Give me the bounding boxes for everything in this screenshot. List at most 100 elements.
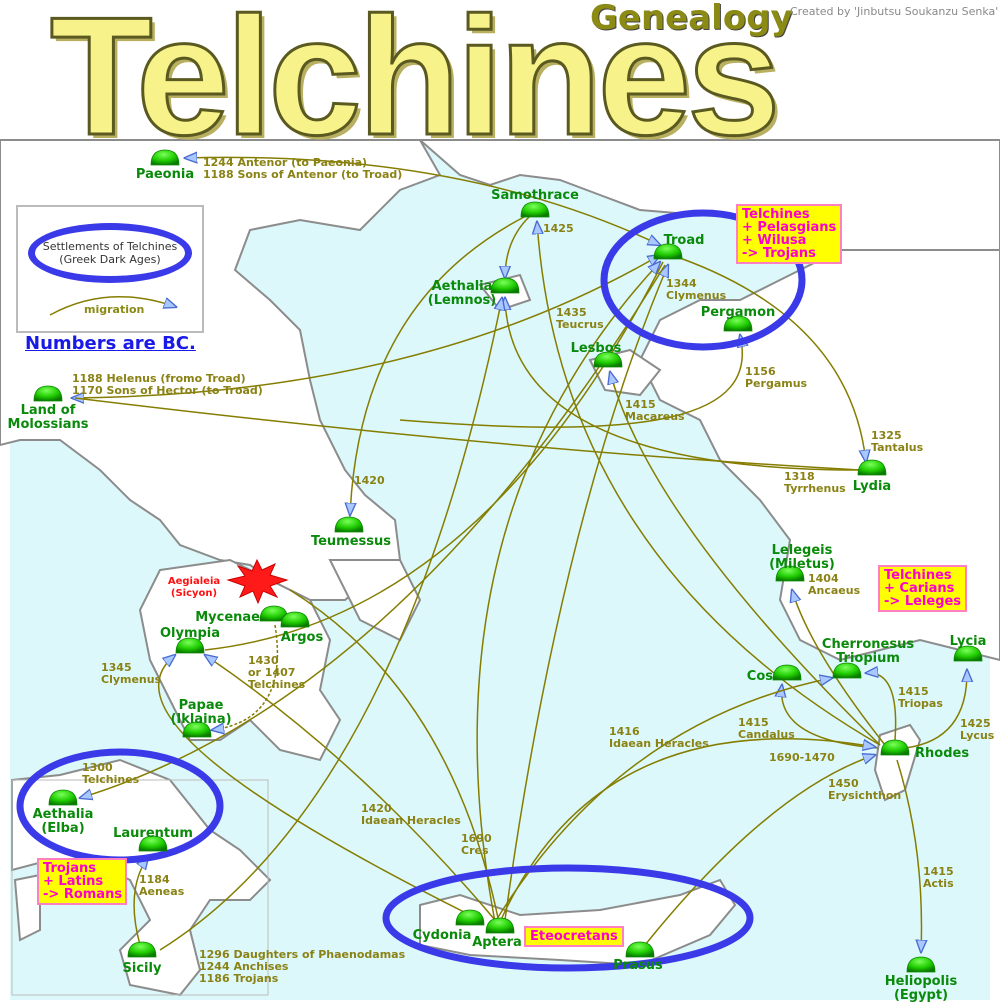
route-paeonia-troad [185, 157, 660, 245]
migration-label-clymenus2: Clymenus [101, 673, 162, 686]
migration-label-aeneas: 1184 [139, 873, 170, 886]
box-line: Trojans [43, 861, 97, 876]
page-title: Telchines [48, 0, 781, 172]
settlement-marker-heliopolis [906, 956, 936, 973]
migration-label-antenor: 1244 Antenor (to Paeonia) [203, 156, 367, 169]
settlement-label-rhodes: Rhodes [915, 746, 969, 761]
sardinia [13, 873, 41, 942]
route-lydia-molossians [74, 397, 861, 471]
settlement-label-pergamon: Pergamon [701, 305, 776, 320]
settlement-marker-prasus [625, 941, 655, 958]
settlement-label-papae: (Iklaina) [170, 712, 231, 727]
settlement-label-lemnos: (Lemnos) [428, 293, 496, 308]
settlement-label-mycenae: Mycenae [195, 610, 260, 625]
settlement-label-prasus: Prasus [613, 958, 663, 973]
ellipse-crete [382, 864, 754, 972]
migration-label-tyrrhenus: Tyrrhenus [784, 482, 846, 495]
settlement-marker-cherronesus [832, 662, 862, 679]
migration-label-lycus: 1425 [960, 717, 991, 730]
settlement-marker-papae [182, 721, 212, 738]
settlement-label-teumessus: Teumessus [311, 534, 391, 549]
ellipse-troad [600, 209, 806, 351]
route-samothrace-lemnos [505, 215, 531, 278]
box-eteocretans: Eteocretans [524, 926, 624, 947]
migration-label-actis: 1415 [923, 865, 954, 878]
migration-label-candalus: Candalus [738, 728, 795, 741]
settlement-marker-samothrace [520, 201, 550, 218]
settlement-label-sicily: Sicily [123, 961, 162, 976]
route-rhodes-lycia [904, 670, 967, 749]
settlement-label-troad: Troad [664, 233, 705, 248]
event-label: Aegialeia(Sicyon) [168, 576, 220, 599]
settlement-marker-lydia [857, 459, 887, 476]
route-aptera-troad-2 [504, 265, 668, 921]
box-line: + Pelasgians [742, 220, 837, 235]
route-rhodes-heliopolis [896, 759, 922, 952]
settlement-marker-teumessus [334, 516, 364, 533]
settlement-marker-lycia [953, 645, 983, 662]
settlement-label-elba: Aethalia [33, 807, 94, 822]
settlement-label-elba: (Elba) [41, 821, 84, 836]
migration-label-pergamus: Pergamus [745, 377, 808, 390]
route-sicily-laurentum [133, 857, 148, 946]
settlement-label-laurentum: Laurentum [113, 826, 193, 841]
legend-settlement-ellipse: Settlements of Telchines (Greek Dark Age… [28, 223, 192, 283]
migration-label-telchines2: Telchines [82, 773, 140, 786]
settlement-label-molossians: Molossians [8, 417, 89, 432]
settlement-label-lycia: Lycia [950, 634, 987, 649]
migration-label-samo: 1425 [543, 222, 574, 235]
legend: Settlements of Telchines (Greek Dark Age… [16, 205, 204, 333]
settlement-label-cherronesus: Cherronesus [822, 637, 914, 652]
settlement-marker-lelegeis [775, 565, 805, 582]
legend-migration-label: migration [84, 303, 145, 316]
migration-label-tantalus: 1325 [871, 429, 902, 442]
settlement-marker-cos [772, 664, 802, 681]
migration-label-erysichthon: Erysichthon [828, 789, 901, 802]
migration-label-triopas: 1415 [898, 685, 929, 698]
event-label-sicyon: Aegialeia [168, 576, 220, 587]
box-line: Telchines [742, 207, 810, 222]
legend-settlements-line1: Settlements of Telchines [42, 240, 178, 253]
box-line: + Wilusa [742, 233, 807, 248]
box-romans: Trojans + Latins -> Romans [37, 858, 127, 905]
settlements [33, 149, 983, 973]
route-rhodes-cos [782, 685, 879, 749]
route-molossians-pergamon [399, 335, 742, 428]
settlement-label-heliopolis: Heliopolis [885, 974, 958, 989]
migration-routes [72, 157, 967, 952]
migration-label-tyrrhenus: 1318 [784, 470, 815, 483]
migration-label-sicily: 1296 Daughters of Phaenodamas [199, 948, 406, 961]
migration-label-teucrus: 1435 [556, 306, 587, 319]
settlement-marker-olympia [175, 637, 205, 654]
settlement-marker-molossians [33, 385, 63, 402]
migration-label-clymenus2: 1345 [101, 661, 132, 674]
migration-label-telchines1: 1430 [248, 654, 279, 667]
route-samothrace-teumessus [350, 214, 529, 515]
route-aptera-troad-1 [476, 262, 660, 923]
route-sicily-lemnos [159, 298, 502, 951]
migration-label-ancaeus: 1404 [808, 572, 839, 585]
box-line: Telchines [884, 568, 952, 583]
route-lydia-lemnos [505, 298, 861, 471]
legend-settlements-line2: (Greek Dark Ages) [59, 253, 161, 266]
route-rhodes-samothrace [537, 222, 881, 746]
migration-label-cres: 1690 [461, 832, 492, 845]
box-line: + Latins [43, 874, 104, 889]
settlement-label-paeonia: Paeonia [136, 167, 194, 182]
route-cydonia-olympia [158, 655, 471, 916]
box-trojans: Telchines + Pelasgians + Wilusa -> Troja… [736, 204, 843, 264]
settlement-label-cos: Cos [747, 669, 773, 684]
migration-label-clymenus1: Clymenus [666, 289, 727, 302]
page-subtitle: Genealogy [590, 0, 793, 38]
settlement-marker-rhodes [880, 739, 910, 756]
settlement-label-heliopolis: (Egypt) [894, 988, 948, 1003]
migration-label-macareus: Macareus [625, 410, 685, 423]
migration-label-teum: 1420 [354, 474, 385, 487]
migration-label-telchines2: 1300 [82, 761, 113, 774]
migration-label-sicily: 1244 Anchises [199, 960, 289, 973]
settlement-label-lesbos: Lesbos [571, 341, 622, 356]
settlement-label-papae: Papae [179, 698, 224, 713]
box-line: Eteocretans [530, 929, 618, 944]
migration-label-pergamus: 1156 [745, 365, 776, 378]
